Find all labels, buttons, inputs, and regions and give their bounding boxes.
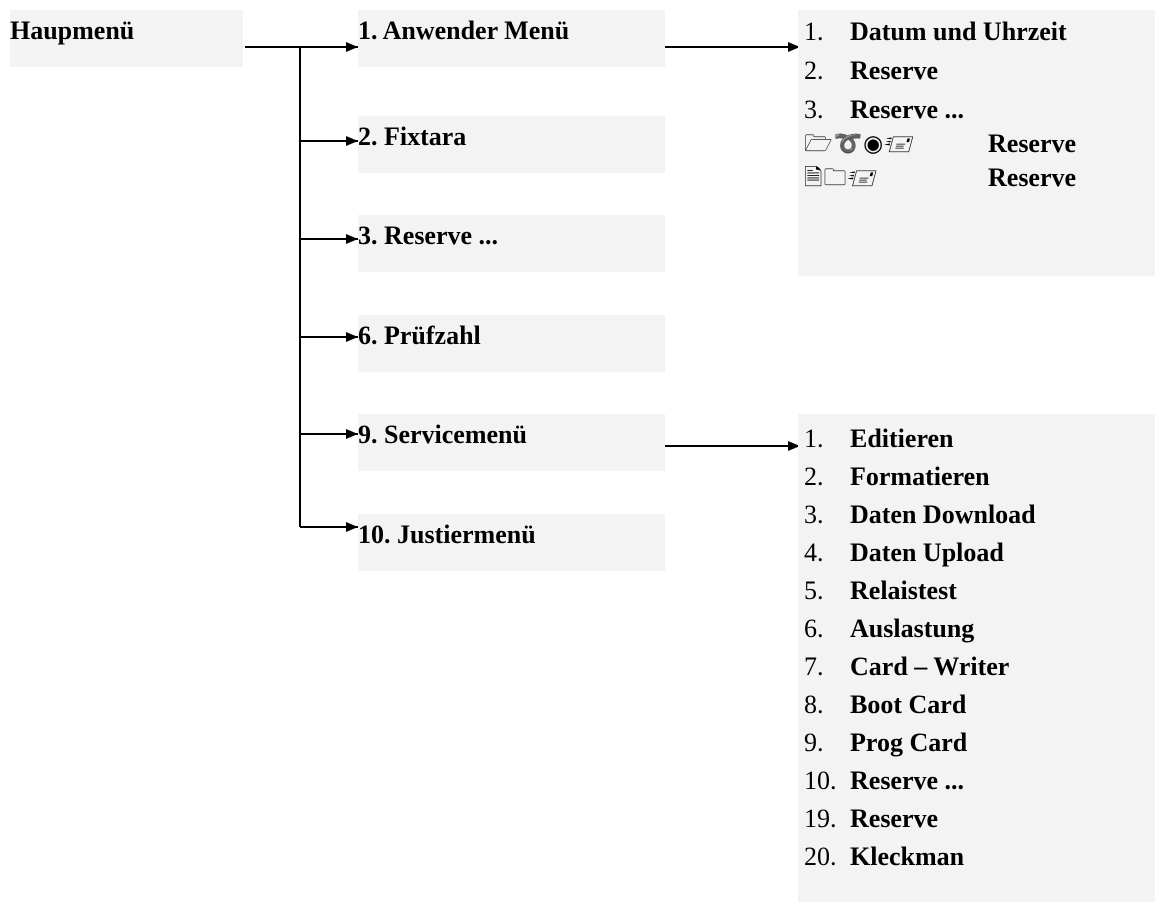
item-number: 19. bbox=[804, 804, 837, 833]
item-label: Reserve ... bbox=[850, 95, 965, 124]
item-label: Datum und Uhrzeit bbox=[850, 17, 1067, 46]
item-label: Reserve ... bbox=[850, 766, 965, 795]
item-label: Card – Writer bbox=[850, 652, 1010, 681]
item-label: Editieren bbox=[850, 424, 954, 453]
item-number: 2. bbox=[804, 462, 824, 491]
document-folder-mail-icons: 🗎🗀🖅 bbox=[804, 165, 878, 190]
item-number: 10. bbox=[804, 766, 837, 795]
item-number: 8. bbox=[804, 690, 824, 719]
service-submenu: 1. Editieren 2. Formatieren 3. Daten Dow… bbox=[798, 414, 1155, 902]
menu-item-reserve[interactable]: 3. Reserve ... bbox=[358, 215, 665, 272]
item-number: 7. bbox=[804, 652, 824, 681]
menu-item-label: 9. Servicemenü bbox=[358, 420, 527, 449]
item-label: Auslastung bbox=[850, 614, 975, 643]
item-label: Formatieren bbox=[850, 462, 990, 491]
item-number: 5. bbox=[804, 576, 824, 605]
item-number: 1. bbox=[804, 424, 824, 453]
menu-item-anwender[interactable]: 1. Anwender Menü bbox=[358, 10, 665, 67]
main-menu-box: Haupmenü bbox=[10, 10, 243, 67]
item-label: Boot Card bbox=[850, 690, 967, 719]
item-number: 1. bbox=[804, 17, 824, 46]
menu-item-justiermenu[interactable]: 10. Justiermenü bbox=[358, 514, 665, 571]
item-label: Daten Download bbox=[850, 500, 1036, 529]
menu-item-servicemenu[interactable]: 9. Servicemenü bbox=[358, 414, 665, 471]
item-label: Relaistest bbox=[850, 576, 957, 605]
menu-item-label: 2. Fixtara bbox=[358, 122, 467, 151]
item-number: 6. bbox=[804, 614, 824, 643]
menu-item-fixtara[interactable]: 2. Fixtara bbox=[358, 116, 665, 173]
item-number: 4. bbox=[804, 538, 824, 567]
item-label: Daten Upload bbox=[850, 538, 1004, 567]
item-number: 2. bbox=[804, 56, 824, 85]
menu-item-pruefzahl[interactable]: 6. Prüfzahl bbox=[358, 315, 665, 372]
item-label: Reserve bbox=[988, 163, 1077, 192]
menu-item-label: 10. Justiermenü bbox=[358, 520, 536, 549]
item-number: 9. bbox=[804, 728, 824, 757]
item-label: Prog Card bbox=[850, 728, 968, 757]
item-number: 20. bbox=[804, 842, 837, 871]
item-number: 3. bbox=[804, 95, 824, 124]
menu-item-label: 3. Reserve ... bbox=[358, 221, 499, 250]
folder-tape-mail-icons: 🗁➰◉🖅 bbox=[804, 131, 915, 156]
item-label: Reserve bbox=[850, 56, 939, 85]
main-menu-title: Haupmenü bbox=[10, 16, 135, 45]
anwender-submenu: 1. Datum und Uhrzeit 2. Reserve 3. Reser… bbox=[798, 10, 1155, 276]
item-label: Reserve bbox=[988, 129, 1077, 158]
menu-item-label: 6. Prüfzahl bbox=[358, 321, 481, 350]
item-label: Reserve bbox=[850, 804, 939, 833]
item-label: Kleckman bbox=[850, 842, 965, 871]
menu-item-label: 1. Anwender Menü bbox=[358, 16, 570, 45]
item-number: 3. bbox=[804, 500, 824, 529]
